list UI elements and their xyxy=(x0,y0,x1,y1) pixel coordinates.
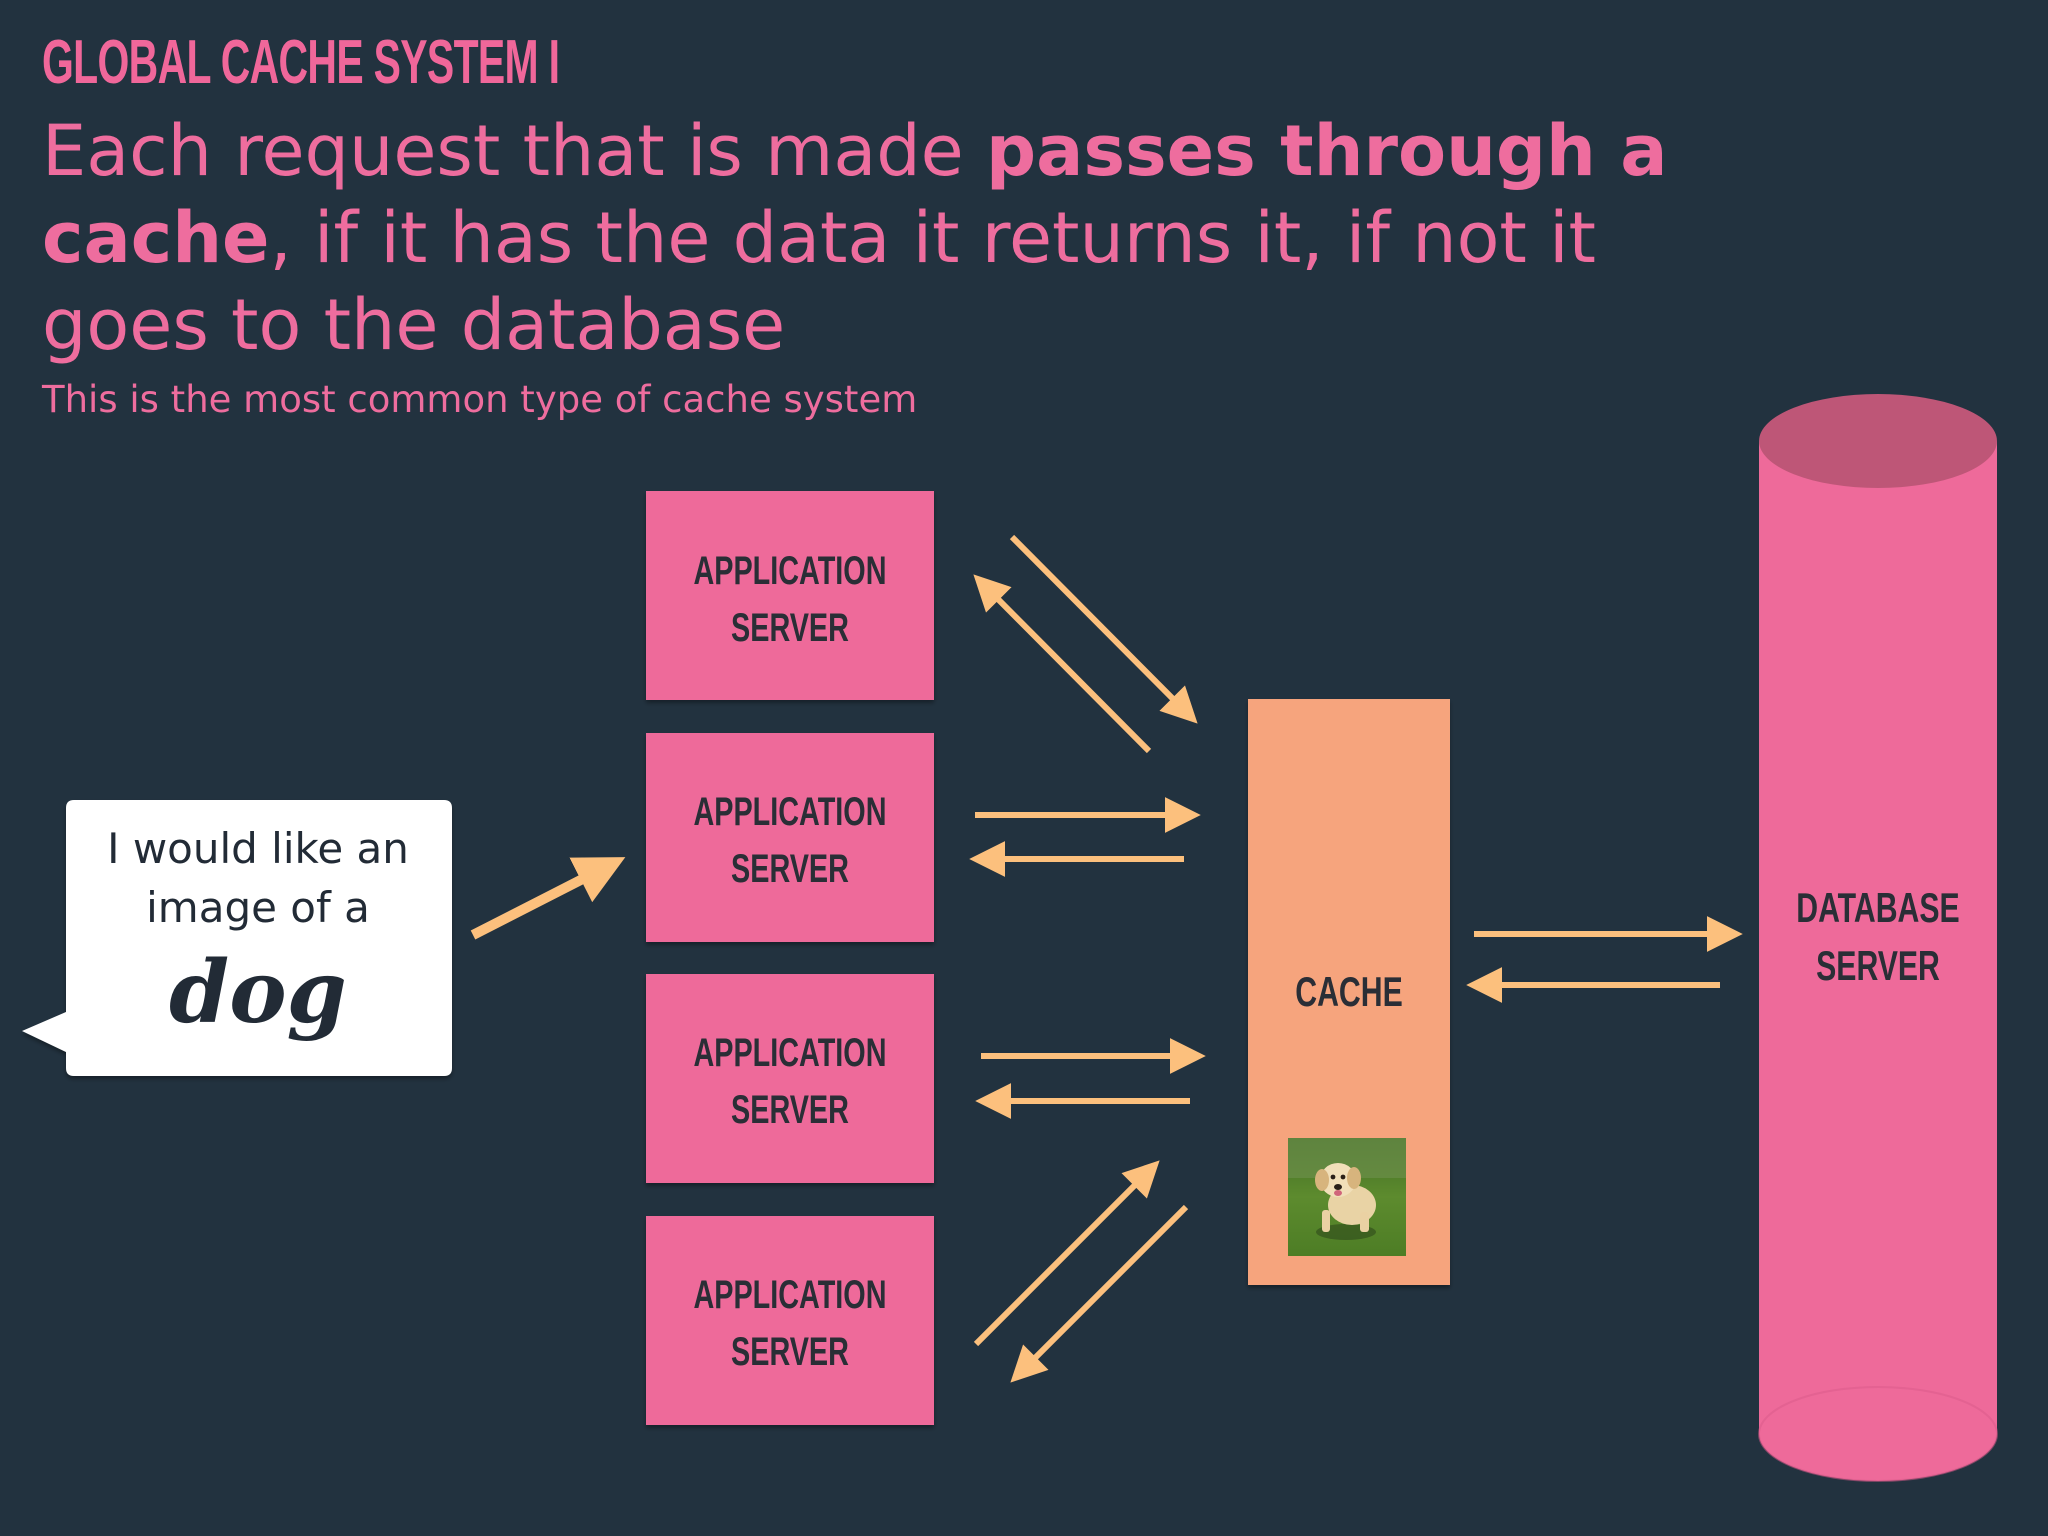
arrow-s4-to-cache xyxy=(973,1160,1160,1347)
bubble-line-1: I would like an xyxy=(107,824,409,873)
headline-bold: passes through a cache xyxy=(42,110,1668,279)
bubble-line-2: image of a xyxy=(146,883,370,932)
database-cylinder: DATABASE SERVER xyxy=(1758,394,1998,1482)
slide-headline: Each request that is made passes through… xyxy=(42,108,1742,369)
app-server-3-label-1: APPLICATION xyxy=(693,1030,886,1075)
arrow-s1-to-cache xyxy=(1009,534,1198,724)
app-server-2-label-1: APPLICATION xyxy=(693,789,886,834)
cache-label: CACHE xyxy=(1295,968,1402,1015)
slide-title: GLOBAL CACHE SYSTEM I xyxy=(42,28,560,97)
app-server-4-label-2: SERVER xyxy=(731,1329,849,1374)
app-server-3: APPLICATION SERVER xyxy=(646,974,934,1183)
arrow-cache-to-s4 xyxy=(1010,1204,1189,1383)
app-server-2: APPLICATION SERVER xyxy=(646,733,934,942)
app-server-4: APPLICATION SERVER xyxy=(646,1216,934,1425)
headline-part-2: , if it has the data it returns it, if n… xyxy=(42,197,1596,366)
app-server-4-label-1: APPLICATION xyxy=(693,1272,886,1317)
app-server-1-label-2: SERVER xyxy=(731,605,849,650)
dog-photo xyxy=(1288,1138,1406,1256)
cache-db-arrows xyxy=(1466,916,1743,1003)
headline-part-1: Each request that is made xyxy=(42,110,986,192)
slide-subtitle: This is the most common type of cache sy… xyxy=(42,378,918,421)
arrow-cache-to-s1 xyxy=(973,574,1152,754)
app-server-1: APPLICATION SERVER xyxy=(646,491,934,700)
database-label-2: SERVER xyxy=(1816,942,1940,989)
app-server-3-label-2: SERVER xyxy=(731,1087,849,1132)
app-server-1-label-1: APPLICATION xyxy=(693,548,886,593)
speech-bubble: I would like an image of a dog xyxy=(22,800,452,1076)
app-server-2-label-2: SERVER xyxy=(731,846,849,891)
server-cache-arrows xyxy=(969,534,1206,1383)
database-label-1: DATABASE xyxy=(1796,884,1959,931)
bubble-dog-word: dog xyxy=(169,942,347,1043)
request-arrow xyxy=(470,857,626,940)
